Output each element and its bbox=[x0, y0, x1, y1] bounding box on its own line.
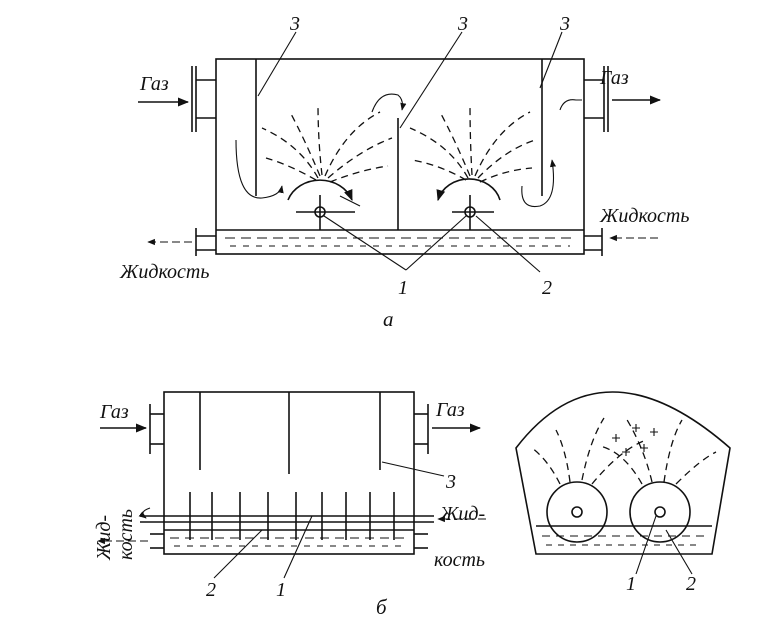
liquid-in-label-b-line1: Жид- bbox=[439, 503, 485, 525]
caption-a: а bbox=[383, 307, 394, 331]
callout-2-a: 2 bbox=[542, 277, 552, 299]
cross-rotor-left bbox=[546, 481, 608, 543]
liquid-in-label-a: Жидкость bbox=[599, 205, 689, 227]
gas-outlet-nozzle-b bbox=[414, 404, 429, 454]
diagram-b: Газ Газ Жид- кость Жид- кость 3 2 1 б bbox=[93, 391, 486, 619]
gas-in-label-b: Газ bbox=[99, 401, 129, 423]
liquid-in-label-b-line2: кость bbox=[434, 549, 485, 571]
spray-right-a bbox=[409, 103, 536, 183]
callout-3-right-a: 3 bbox=[559, 13, 570, 35]
diagram-b-cross-section: 1 2 bbox=[515, 391, 731, 595]
liquid-out-label-a: Жидкость bbox=[119, 261, 209, 283]
caption-b: б bbox=[376, 595, 388, 619]
callout-3-b: 3 bbox=[445, 471, 456, 493]
rotor-left-a bbox=[287, 179, 361, 230]
callout-3-left-a: 3 bbox=[289, 13, 300, 35]
gas-flow-arrow-middle-a bbox=[371, 93, 407, 113]
rotor-right-a bbox=[436, 178, 501, 230]
gas-out-label-b: Газ bbox=[435, 399, 465, 421]
gas-outlet-nozzle-a bbox=[584, 66, 609, 132]
gas-inlet-nozzle-a bbox=[191, 66, 216, 132]
liquid-inlet-nozzle-a bbox=[584, 228, 603, 256]
cross-spray bbox=[531, 417, 717, 485]
spray-left-a bbox=[261, 103, 393, 183]
liquid-outlet-nozzle-a bbox=[195, 228, 216, 256]
gas-out-label-a: Газ bbox=[599, 67, 629, 89]
cross-callout-1: 1 bbox=[626, 573, 636, 595]
gas-flow-arrow-left-a bbox=[235, 139, 284, 199]
diagram-a: Газ Газ Жидкость Жидкость 3 3 3 1 2 а bbox=[119, 13, 689, 331]
cross-callout-2: 2 bbox=[686, 573, 696, 595]
gas-flow-arrow-right-a bbox=[521, 159, 557, 208]
gas-in-label-a: Газ bbox=[139, 73, 169, 95]
callout-3-mid-a: 3 bbox=[457, 13, 468, 35]
vessel-a-body bbox=[215, 58, 585, 255]
cross-rotor-right bbox=[629, 481, 691, 543]
liquid-out-label-b: Жид- кость bbox=[93, 509, 137, 561]
svg-text:Жид-: Жид- bbox=[93, 515, 115, 561]
svg-text:кость: кость bbox=[115, 509, 137, 560]
callout-2-b: 2 bbox=[206, 579, 216, 601]
callout-1-a: 1 bbox=[398, 277, 408, 299]
gas-inlet-nozzle-b bbox=[149, 404, 164, 454]
cross-section-housing bbox=[515, 391, 731, 555]
rotor-discs-b bbox=[189, 492, 395, 540]
callout-1-b: 1 bbox=[276, 579, 286, 601]
